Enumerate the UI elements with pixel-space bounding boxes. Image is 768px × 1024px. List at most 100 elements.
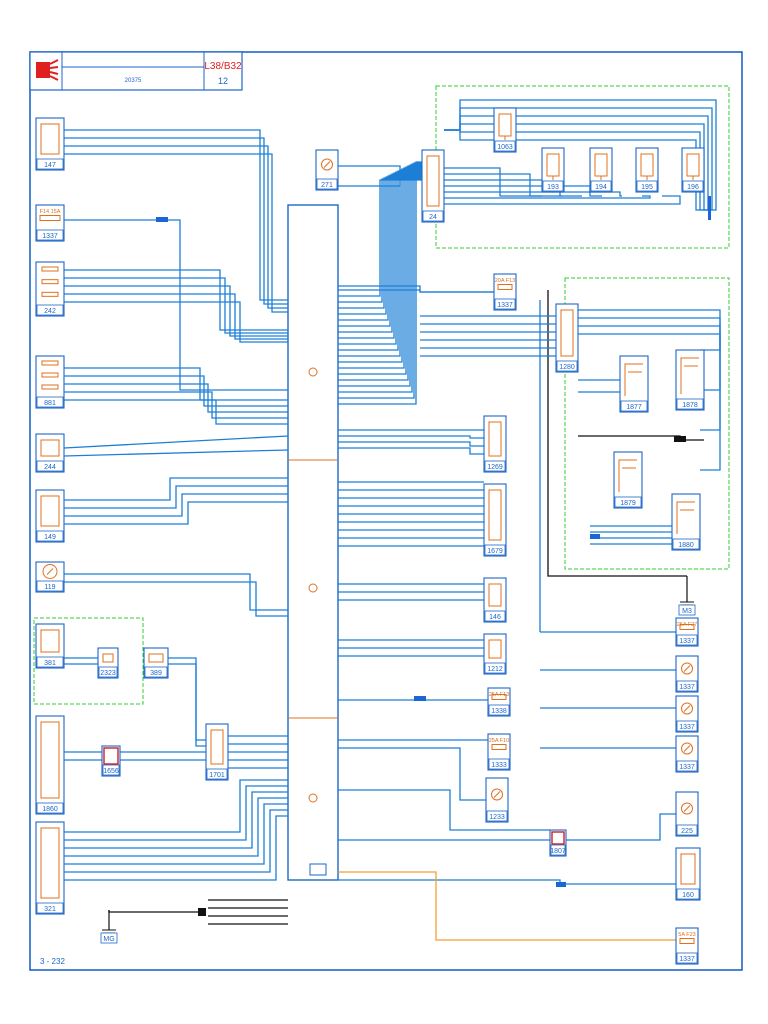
component-label: 1269 xyxy=(487,464,503,471)
title-block: 20375 L38/B32 12 xyxy=(29,51,243,91)
option-box-valves xyxy=(564,277,730,570)
component-label: M3 xyxy=(682,608,692,615)
wire xyxy=(64,779,288,833)
component-c1337d: 1337 xyxy=(675,655,699,693)
fuse-rating: 25A F10 xyxy=(489,738,510,744)
sensor-icon xyxy=(40,439,60,457)
component-c1280: 1280 xyxy=(555,303,579,373)
title-page: 12 xyxy=(218,76,228,86)
component-c160: 160 xyxy=(675,847,701,901)
wire xyxy=(64,391,288,419)
diode-icon xyxy=(551,831,565,845)
switch-panel-icon xyxy=(40,721,60,799)
component-label: 1877 xyxy=(626,404,642,411)
wire xyxy=(108,910,200,913)
component-c271: 271 xyxy=(315,149,339,191)
wire xyxy=(338,175,422,321)
component-c1879: 1879 xyxy=(613,451,643,509)
component-cm3: M3 xyxy=(678,576,696,616)
wire xyxy=(338,162,422,399)
component-label: 24 xyxy=(429,214,437,221)
wire xyxy=(64,803,288,865)
wire xyxy=(338,179,422,297)
component-label: 119 xyxy=(44,584,55,591)
component-label: 1337 xyxy=(679,956,695,963)
component-label: 1337 xyxy=(679,764,695,771)
wire xyxy=(316,165,401,187)
component-label: 381 xyxy=(44,660,56,667)
component-label: 1879 xyxy=(620,500,636,507)
wire xyxy=(64,399,288,425)
injector-icon xyxy=(498,113,512,140)
component-c2323: 2323 xyxy=(97,647,119,679)
wire xyxy=(444,195,681,205)
splice xyxy=(414,696,426,701)
component-c1679: 1679 xyxy=(483,483,507,557)
heater-elements-icon xyxy=(41,266,59,297)
component-label: 1701 xyxy=(209,772,225,779)
component-label: 2323 xyxy=(100,670,116,677)
splice xyxy=(708,196,711,220)
connector-strip-icon xyxy=(560,309,574,357)
component-c321: 321 xyxy=(35,821,65,915)
component-label: 1337 xyxy=(679,684,695,691)
sensor-icon xyxy=(488,639,502,659)
switch-icon xyxy=(680,853,696,885)
component-label: 149 xyxy=(44,534,56,541)
pedal-sensor-icon xyxy=(488,421,502,457)
option-box-lamps xyxy=(33,617,144,705)
component-c119: 119 xyxy=(35,561,65,593)
wire xyxy=(444,123,706,211)
wire xyxy=(338,169,422,357)
wire xyxy=(338,163,422,393)
component-c196: 196 xyxy=(681,147,705,193)
injector-icon xyxy=(640,153,654,180)
fuse-icon xyxy=(679,938,695,944)
component-label: 1807 xyxy=(550,848,566,855)
component-c1860: 1860 xyxy=(35,715,65,815)
wire xyxy=(64,493,288,517)
wire xyxy=(64,501,288,525)
wire xyxy=(338,165,422,381)
diode-icon xyxy=(103,747,119,765)
wire xyxy=(168,663,206,747)
component-cmg: MG xyxy=(100,910,118,944)
wire xyxy=(64,485,288,509)
component-c242: 242 xyxy=(35,261,65,317)
component-c147: 147 xyxy=(35,117,65,171)
component-c146: 146 xyxy=(483,577,507,623)
wire xyxy=(547,290,687,577)
fuse-icon xyxy=(491,694,507,700)
wire xyxy=(64,375,288,407)
motor-icon xyxy=(321,158,333,171)
heater-elements-icon xyxy=(41,360,59,390)
component-label: 196 xyxy=(687,184,699,191)
component-label: 1656 xyxy=(103,768,119,775)
component-label: 1679 xyxy=(487,548,503,555)
injector-icon xyxy=(594,153,608,180)
fuse-icon xyxy=(491,744,507,750)
component-label: 1878 xyxy=(682,402,698,409)
harness-logo-icon xyxy=(36,59,59,81)
throttle-body-icon xyxy=(488,489,502,541)
splice xyxy=(198,908,206,916)
connector-strip-icon xyxy=(426,155,440,207)
wire xyxy=(444,129,706,211)
component-label: 1063 xyxy=(497,144,513,151)
sensor-icon xyxy=(488,583,502,607)
wire xyxy=(338,435,484,439)
wire xyxy=(444,167,542,197)
component-c381: 381 xyxy=(35,623,65,669)
wire xyxy=(338,171,422,345)
component-c1880: 1880 xyxy=(671,493,701,551)
splice xyxy=(556,882,566,887)
wire xyxy=(338,879,676,885)
component-c389: 389 xyxy=(143,647,169,679)
component-c1807: 1807 xyxy=(549,829,567,857)
component-label: 1333 xyxy=(491,762,507,769)
splice xyxy=(674,436,686,442)
